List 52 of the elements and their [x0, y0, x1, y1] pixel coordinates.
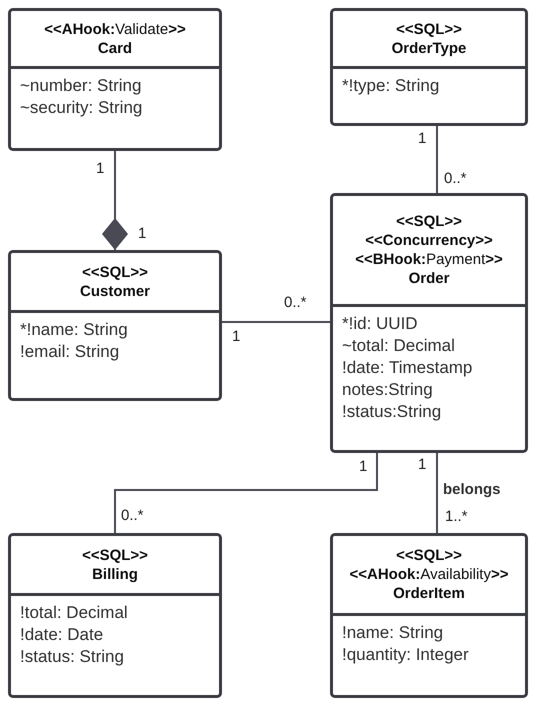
- attribute-text: !date: Date: [20, 624, 104, 646]
- class-box: [330, 533, 528, 698]
- attribute-text: *!name: String: [20, 319, 129, 341]
- class-name: Customer: [80, 282, 150, 300]
- class-box: [8, 8, 222, 151]
- attribute-text: *!type: String: [342, 75, 440, 97]
- attribute-text: !email: String: [20, 341, 120, 363]
- multiplicity-label: 1: [96, 160, 104, 177]
- attribute-text: ~total: Decimal: [342, 335, 456, 357]
- association-line: [114, 453, 378, 533]
- multiplicity-label: 1..*: [445, 508, 468, 525]
- class-name: Billing: [92, 564, 138, 584]
- attribute-text: notes:String: [342, 379, 434, 401]
- association-line: [436, 453, 438, 533]
- class-name: OrderItem: [393, 584, 465, 603]
- stereotype-label: <<AHook:Availability>>: [350, 565, 508, 584]
- multiplicity-label: 0..*: [284, 294, 307, 311]
- class-name: Order: [408, 269, 450, 288]
- attribute-text: *!id: UUID: [342, 313, 419, 335]
- class-name: OrderType: [392, 38, 466, 58]
- edge-label: belongs: [443, 481, 501, 498]
- class-box: [330, 193, 528, 453]
- stereotype-label: <<SQL>>: [396, 20, 462, 38]
- association-line: [222, 321, 330, 323]
- multiplicity-label: 1: [138, 225, 146, 242]
- attribute-text: !date: Timestamp: [342, 357, 474, 379]
- attribute-text: ~number: String: [20, 75, 142, 97]
- multiplicity-label: 1: [359, 458, 368, 475]
- stereotype-label: <<Concurrency>>: [365, 231, 493, 250]
- class-box: [330, 8, 528, 126]
- attribute-text: !status: String: [20, 646, 125, 668]
- stereotype-label: <<AHook:Validate>>: [44, 20, 186, 38]
- attribute-text: !status:String: [342, 401, 442, 423]
- stereotype-label: <<BHook:Payment>>: [355, 250, 503, 269]
- composition-line: [102, 151, 128, 250]
- class-box: [8, 533, 222, 698]
- attribute-text: !total: Decimal: [20, 602, 129, 624]
- multiplicity-label: 0..*: [121, 507, 144, 524]
- association-line: [436, 126, 438, 193]
- multiplicity-label: 0..*: [444, 170, 467, 187]
- class-box: [8, 250, 222, 401]
- multiplicity-label: 1: [418, 456, 426, 473]
- multiplicity-label: 1: [232, 328, 240, 345]
- stereotype-label: <<SQL>>: [82, 546, 148, 564]
- attribute-text: !quantity: Integer: [342, 644, 470, 666]
- stereotype-label: <<SQL>>: [82, 262, 148, 282]
- stereotype-label: <<SQL>>: [396, 546, 462, 565]
- class-name: Card: [98, 38, 132, 58]
- attribute-text: !name: String: [342, 622, 444, 644]
- multiplicity-label: 1: [418, 130, 426, 147]
- attribute-text: ~security: String: [20, 97, 144, 119]
- stereotype-label: <<SQL>>: [396, 212, 462, 231]
